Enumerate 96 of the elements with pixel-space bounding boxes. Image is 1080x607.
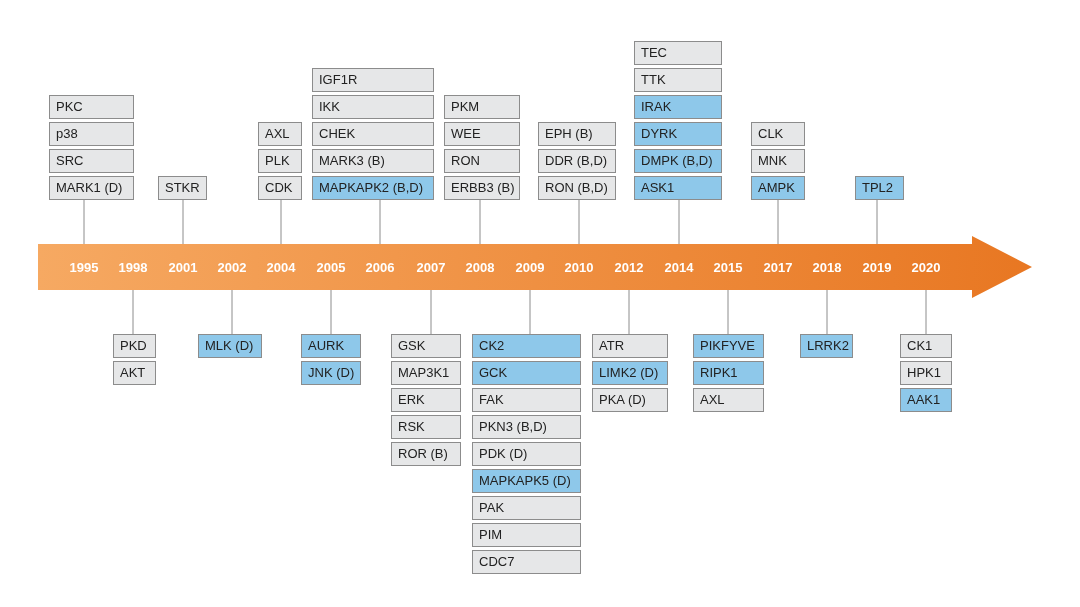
connector-line [876, 199, 878, 245]
kinase-box: CK2 [472, 334, 581, 358]
kinase-box: GCK [472, 361, 581, 385]
kinase-box: LRRK2 [800, 334, 853, 358]
kinase-box: MLK (D) [198, 334, 262, 358]
connector-line [83, 199, 85, 245]
kinase-box: PAK [472, 496, 581, 520]
year-label: 2019 [855, 244, 899, 290]
kinase-box: MAP3K1 [391, 361, 461, 385]
connector-line [529, 289, 531, 335]
kinase-box: MNK [751, 149, 805, 173]
year-label: 2001 [161, 244, 205, 290]
kinase-box: SRC [49, 149, 134, 173]
year-label: 2005 [309, 244, 353, 290]
connector-line [430, 289, 432, 335]
kinase-box: p38 [49, 122, 134, 146]
connector-line [678, 199, 680, 245]
year-label: 2014 [657, 244, 701, 290]
kinase-box: ERK [391, 388, 461, 412]
kinase-box: IKK [312, 95, 434, 119]
kinase-box: MARK3 (B) [312, 149, 434, 173]
connector-line [379, 199, 381, 245]
kinase-box: ROR (B) [391, 442, 461, 466]
connector-line [479, 199, 481, 245]
connector-line [578, 199, 580, 245]
connector-line [182, 199, 184, 245]
kinase-box: TEC [634, 41, 722, 65]
connector-line [628, 289, 630, 335]
kinase-box: TTK [634, 68, 722, 92]
kinase-box: TPL2 [855, 176, 904, 200]
connector-line [231, 289, 233, 335]
connector-line [330, 289, 332, 335]
year-label: 2015 [706, 244, 750, 290]
kinase-box: PKM [444, 95, 520, 119]
kinase-box: CDC7 [472, 550, 581, 574]
kinase-box: PKC [49, 95, 134, 119]
kinase-box: ATR [592, 334, 668, 358]
kinase-box: IGF1R [312, 68, 434, 92]
kinase-box: RON [444, 149, 520, 173]
kinase-box: JNK (D) [301, 361, 361, 385]
kinase-box: MAPKAPK5 (D) [472, 469, 581, 493]
kinase-box: DYRK [634, 122, 722, 146]
kinase-box: RIPK1 [693, 361, 764, 385]
year-label: 2012 [607, 244, 651, 290]
kinase-box: AXL [258, 122, 302, 146]
kinase-box: CDK [258, 176, 302, 200]
year-label: 2008 [458, 244, 502, 290]
kinase-box: MARK1 (D) [49, 176, 134, 200]
kinase-box: WEE [444, 122, 520, 146]
year-label: 2002 [210, 244, 254, 290]
kinase-box: AKT [113, 361, 156, 385]
connector-line [280, 199, 282, 245]
kinase-box: AAK1 [900, 388, 952, 412]
kinase-box: PKD [113, 334, 156, 358]
kinase-box: GSK [391, 334, 461, 358]
kinase-box: PIKFYVE [693, 334, 764, 358]
year-label: 2018 [805, 244, 849, 290]
kinase-box: RON (B,D) [538, 176, 616, 200]
kinase-box: DDR (B,D) [538, 149, 616, 173]
connector-line [777, 199, 779, 245]
year-label: 2009 [508, 244, 552, 290]
connector-line [132, 289, 134, 335]
timeline-arrow [38, 236, 1032, 298]
kinase-box: FAK [472, 388, 581, 412]
year-label: 2007 [409, 244, 453, 290]
kinase-box: HPK1 [900, 361, 952, 385]
kinase-box: CHEK [312, 122, 434, 146]
kinase-box: AXL [693, 388, 764, 412]
kinase-box: CLK [751, 122, 805, 146]
kinase-box: IRAK [634, 95, 722, 119]
kinase-box: ERBB3 (B) [444, 176, 520, 200]
year-label: 2006 [358, 244, 402, 290]
connector-line [925, 289, 927, 335]
kinase-box: PDK (D) [472, 442, 581, 466]
year-label: 2010 [557, 244, 601, 290]
kinase-box: ASK1 [634, 176, 722, 200]
kinase-box: MAPKAPK2 (B,D) [312, 176, 434, 200]
kinase-box: PKA (D) [592, 388, 668, 412]
year-label: 2020 [904, 244, 948, 290]
kinase-box: PIM [472, 523, 581, 547]
kinase-box: RSK [391, 415, 461, 439]
kinase-box: DMPK (B,D) [634, 149, 722, 173]
year-label: 2004 [259, 244, 303, 290]
kinase-box: PKN3 (B,D) [472, 415, 581, 439]
kinase-box: PLK [258, 149, 302, 173]
year-label: 1998 [111, 244, 155, 290]
kinase-box: AURK [301, 334, 361, 358]
kinase-box: EPH (B) [538, 122, 616, 146]
kinase-box: STKR [158, 176, 207, 200]
kinase-box: AMPK [751, 176, 805, 200]
kinase-box: CK1 [900, 334, 952, 358]
year-label: 1995 [62, 244, 106, 290]
year-label: 2017 [756, 244, 800, 290]
connector-line [727, 289, 729, 335]
kinase-box: LIMK2 (D) [592, 361, 668, 385]
connector-line [826, 289, 828, 335]
